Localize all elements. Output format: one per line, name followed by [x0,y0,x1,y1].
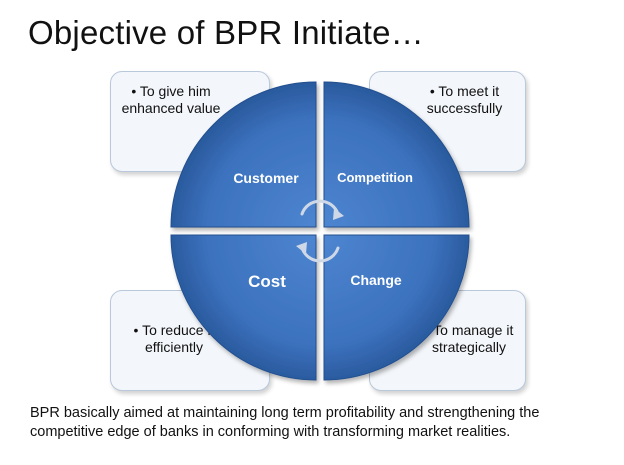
competition-note: • To meet it successfully [426,83,503,116]
quadrant-change [323,234,470,381]
quadrant-customer [170,81,317,228]
cycle-arrows-icon [300,199,340,263]
cost-note: • To reduce it efficiently [133,322,215,355]
competition-label: Competition [337,170,413,185]
cycle-arrowheads [296,208,344,254]
slide-title: Objective of BPR Initiate… [28,14,424,51]
quadrant-cost [170,234,317,381]
cost-label: Cost [248,272,286,291]
footer-text: BPR basically aimed at maintaining long … [30,405,540,440]
customer-label: Customer [233,170,299,186]
change-label: Change [350,272,402,288]
change-note: • To manage it strategically [424,322,514,355]
quadrant-competition [323,81,470,228]
customer-note: • To give him enhanced value [121,83,221,116]
